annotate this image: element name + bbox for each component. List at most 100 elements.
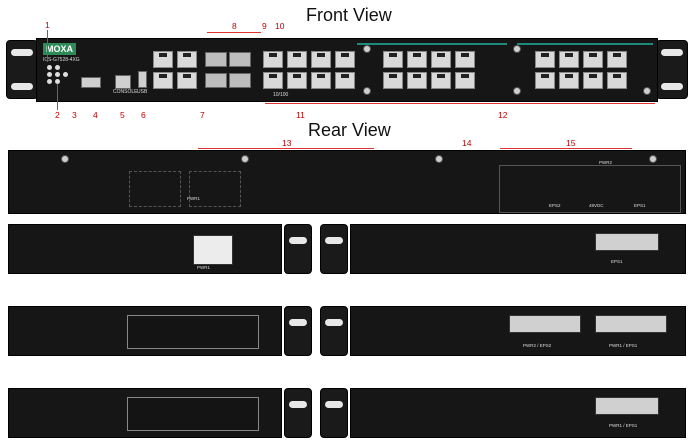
rear-unit-left-1: PWR1: [8, 224, 282, 274]
rj45-port[interactable]: [335, 51, 355, 68]
front-accent-strip-2: [517, 43, 653, 45]
rear-ear: [284, 224, 312, 274]
usb-port[interactable]: [138, 71, 147, 88]
console-label: CONSOLE: [113, 89, 138, 95]
rj45-port[interactable]: [431, 72, 451, 89]
sfp-slot[interactable]: [229, 52, 251, 67]
fan-2: [189, 171, 241, 207]
led-fault: [55, 65, 60, 70]
eps1-label: EPS1: [611, 259, 623, 264]
rear-unit-left-2: [8, 306, 282, 356]
ac-power-socket[interactable]: [193, 235, 233, 265]
rj45-port[interactable]: [431, 51, 451, 68]
rj45-port[interactable]: [263, 51, 283, 68]
rj45-port[interactable]: [153, 72, 173, 89]
rear-unit-left-3: [8, 388, 282, 438]
terminal-block[interactable]: [595, 233, 659, 251]
eps1-label: EPS1: [634, 203, 646, 208]
usb-label: USB: [137, 89, 148, 95]
reset-button[interactable]: [81, 77, 101, 88]
front-screw: [643, 87, 651, 95]
front-right-ear: [656, 40, 688, 99]
rj45-port[interactable]: [263, 72, 283, 89]
callout-15: 15: [566, 138, 576, 148]
callout-5: 5: [120, 110, 125, 120]
rj45-port[interactable]: [383, 51, 403, 68]
terminal-block[interactable]: [595, 397, 659, 415]
rj45-port[interactable]: [287, 72, 307, 89]
sfp-slot[interactable]: [205, 73, 227, 88]
rear-view-title: Rear View: [308, 120, 391, 140]
callout-4: 4: [93, 110, 98, 120]
rear-unit-right-1: EPS1: [350, 224, 686, 274]
callout-10: 10: [275, 21, 285, 31]
pwr1-eps1-label: PWR1 / EPS1: [609, 423, 638, 428]
callout-leader: [355, 103, 655, 104]
front-panel: MOXA ICS-G7528-4XG CONSOLE USB 10/100: [36, 38, 658, 102]
callout-13: 13: [282, 138, 292, 148]
callout-leader: [265, 103, 355, 104]
callout-1: 1: [45, 20, 50, 30]
callout-9: 9: [262, 21, 267, 31]
front-screw: [513, 45, 521, 53]
fan-1: [129, 171, 181, 207]
rj45-port[interactable]: [583, 72, 603, 89]
port-speed-label: 10/100: [273, 92, 289, 98]
front-screw: [363, 45, 371, 53]
front-view-title: Front View: [306, 5, 392, 25]
rear-ear: [284, 388, 312, 438]
rj45-port[interactable]: [583, 51, 603, 68]
callout-12: 12: [498, 110, 508, 120]
callout-leader: [207, 32, 261, 33]
callout-2: 2: [55, 110, 60, 120]
pwr2-eps2-label: PWR2 / EPS2: [523, 343, 552, 348]
rj45-port[interactable]: [153, 51, 173, 68]
rj45-port[interactable]: [383, 72, 403, 89]
rj45-port[interactable]: [287, 51, 307, 68]
rj45-port[interactable]: [559, 72, 579, 89]
rj45-port[interactable]: [335, 72, 355, 89]
sfp-slot[interactable]: [205, 52, 227, 67]
rear-unit-right-2: PWR2 / EPS2 PWR1 / EPS1: [350, 306, 686, 356]
led-pwr1: [47, 65, 52, 70]
rj45-port[interactable]: [311, 51, 331, 68]
callout-8: 8: [232, 21, 237, 31]
front-accent-strip: [357, 43, 507, 45]
callout-leader: [47, 30, 48, 62]
front-left-ear: [6, 40, 38, 99]
console-port[interactable]: [115, 75, 131, 89]
rj45-port[interactable]: [311, 72, 331, 89]
terminal-block[interactable]: [509, 315, 581, 333]
rj45-port[interactable]: [607, 51, 627, 68]
rear-ear: [320, 388, 348, 438]
model-label: ICS-G7528-4XG: [43, 57, 80, 63]
rj45-port[interactable]: [559, 51, 579, 68]
rear-ear: [284, 306, 312, 356]
rj45-port[interactable]: [177, 51, 197, 68]
rj45-port[interactable]: [177, 72, 197, 89]
front-screw: [513, 87, 521, 95]
rear-screw: [649, 155, 657, 163]
rear-screw: [61, 155, 69, 163]
rj45-port[interactable]: [535, 51, 555, 68]
callout-leader: [500, 148, 632, 149]
led-state: [47, 79, 52, 84]
rj45-port[interactable]: [607, 72, 627, 89]
callout-6: 6: [141, 110, 146, 120]
callout-7: 7: [200, 110, 205, 120]
rj45-port[interactable]: [535, 72, 555, 89]
rear-unit-right-3: PWR1 / EPS1: [350, 388, 686, 438]
rj45-port[interactable]: [455, 72, 475, 89]
rj45-port[interactable]: [455, 51, 475, 68]
led-cplr: [55, 79, 60, 84]
rj45-port[interactable]: [407, 51, 427, 68]
eps-module: [499, 165, 681, 213]
pwr1-label: PWR1: [197, 265, 211, 270]
rear-ear: [320, 224, 348, 274]
callout-11: 11: [296, 110, 305, 120]
rj45-port[interactable]: [407, 72, 427, 89]
rear-screw: [435, 155, 443, 163]
blank-cover: [127, 397, 259, 431]
sfp-slot[interactable]: [229, 73, 251, 88]
terminal-block[interactable]: [595, 315, 667, 333]
